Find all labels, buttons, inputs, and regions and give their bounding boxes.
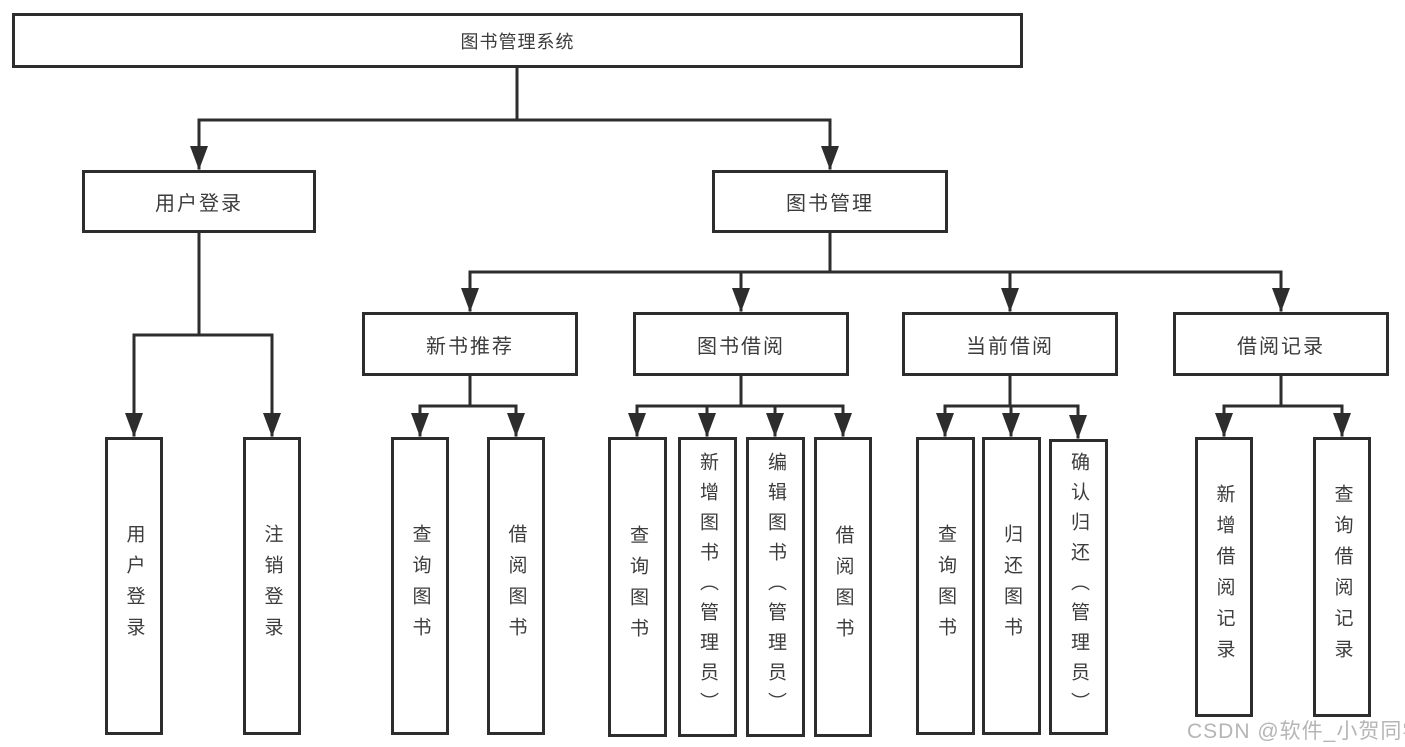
node-label: 借阅图书 [832,525,854,649]
node-cb-confirm-return-admin: 确认归还（管理员） [1049,439,1108,735]
node-label: 借阅图书 [505,524,527,648]
node-label: 新增图书（管理员） [697,452,718,722]
node-label: 图书管理系统 [460,31,575,52]
node-library-management-system: 图书管理系统 [12,13,1023,68]
node-book-management: 图书管理 [712,170,948,233]
node-user-login: 用户登录 [82,170,316,233]
node-label: 查询图书 [627,525,648,649]
node-label: 编辑图书（管理员） [765,452,786,722]
node-label: 图书管理 [786,193,874,215]
node-nb-query-books: 查询图书 [391,437,449,735]
node-label: 确认归还（管理员） [1068,452,1089,722]
node-cb-return-books: 归还图书 [982,437,1041,735]
node-bb-query-books: 查询图书 [608,437,667,737]
node-new-book-recommendation: 新书推荐 [362,312,578,376]
node-book-borrowing: 图书借阅 [633,312,849,376]
csdn-watermark: CSDN @软件_小贺同学 [1187,720,1405,743]
node-label: 注销登录 [261,524,283,648]
node-label: 当前借阅 [966,335,1054,358]
node-user-login-action: 用户登录 [105,437,163,735]
node-bb-add-books-admin: 新增图书（管理员） [678,437,737,737]
node-label: 新书推荐 [426,335,514,358]
node-cb-query-books: 查询图书 [916,437,975,735]
node-label: 查询图书 [935,524,956,648]
node-label: 归还图书 [1001,524,1022,648]
node-label: 用户登录 [123,524,145,648]
node-label: 用户登录 [155,193,243,215]
node-label: 借阅记录 [1237,335,1325,358]
node-borrowing-records: 借阅记录 [1173,312,1389,376]
node-br-query-record: 查询借阅记录 [1313,437,1371,717]
node-bb-borrow-books: 借阅图书 [814,437,872,737]
node-bb-edit-books-admin: 编辑图书（管理员） [746,437,805,737]
node-label: 图书借阅 [697,335,785,358]
node-current-borrowing: 当前借阅 [902,312,1118,376]
node-label: 查询图书 [409,524,431,648]
node-br-add-record: 新增借阅记录 [1195,437,1253,717]
node-label: 新增借阅记录 [1213,484,1235,670]
node-logout-action: 注销登录 [243,437,301,735]
node-nb-borrow-books: 借阅图书 [487,437,545,735]
node-label: 查询借阅记录 [1331,484,1353,670]
